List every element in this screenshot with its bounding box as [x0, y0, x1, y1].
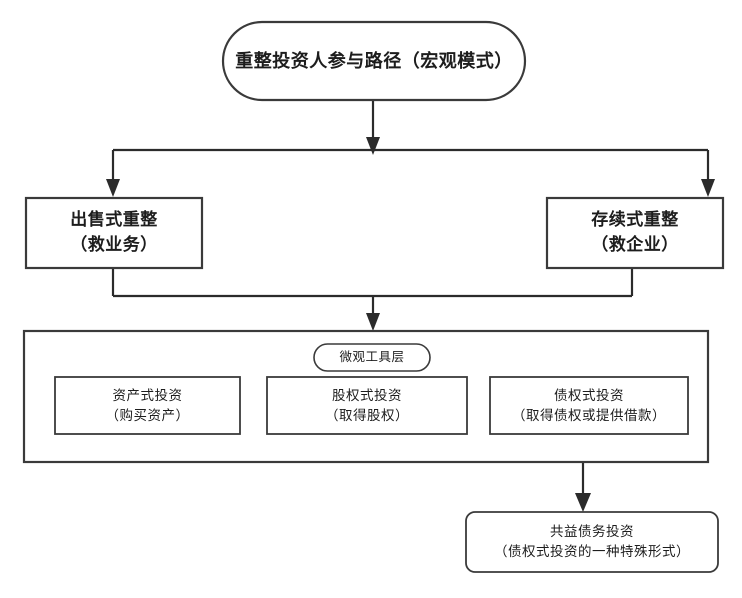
- node-equity-investment-shape: [266, 376, 468, 435]
- connector-split-bar-top: [106, 148, 715, 197]
- tag-micro-tools-shape: [313, 343, 431, 372]
- node-sale-restructuring-shape: [24, 196, 204, 270]
- node-debt-investment-shape: [489, 376, 689, 435]
- node-title-shape: [221, 20, 527, 102]
- node-common-benefit-debt-shape: [465, 511, 719, 573]
- node-asset-investment-shape: [54, 376, 241, 435]
- connector-merge-bar: [111, 268, 634, 331]
- connector-title-to-split: [366, 100, 380, 155]
- node-going-concern-restructuring-shape: [545, 196, 725, 270]
